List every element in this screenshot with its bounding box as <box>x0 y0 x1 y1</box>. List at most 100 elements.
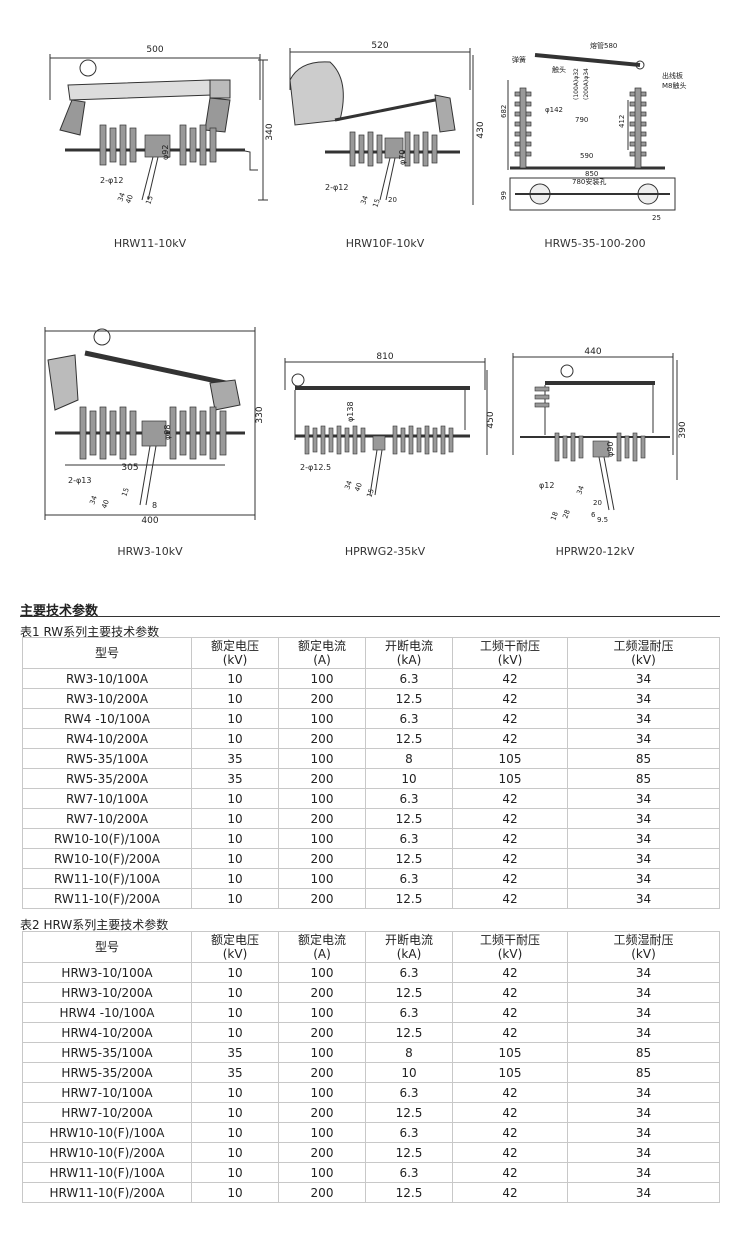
cell-breaking-current: 12.5 <box>365 1022 453 1043</box>
cell-rated-voltage: 10 <box>191 1122 279 1143</box>
cell-rated-voltage: 10 <box>191 982 279 1003</box>
cell-wet-withstand: 85 <box>567 1042 720 1063</box>
cell-model: RW7-10/200A <box>22 808 192 829</box>
cell-breaking-current: 12.5 <box>365 688 453 709</box>
cell-rated-current: 100 <box>278 1042 366 1063</box>
header-wet-withstand: 工频湿耐压(kV) <box>567 931 720 963</box>
cell-rated-voltage: 10 <box>191 962 279 983</box>
table2-caption: 表2 HRW系列主要技术参数 <box>20 918 169 932</box>
cell-rated-current: 200 <box>278 888 366 909</box>
cell-rated-voltage: 10 <box>191 828 279 849</box>
cell-breaking-current: 6.3 <box>365 1122 453 1143</box>
cell-breaking-current: 10 <box>365 768 453 789</box>
dim-hprw20-a: 34 <box>575 484 586 496</box>
header-rated-current: 额定电流(A) <box>278 931 366 963</box>
cell-dry-withstand: 42 <box>452 1102 568 1123</box>
cell-rated-current: 100 <box>278 962 366 983</box>
cell-dry-withstand: 42 <box>452 888 568 909</box>
cell-rated-voltage: 10 <box>191 728 279 749</box>
cell-model: HRW5-35/200A <box>22 1062 192 1083</box>
header-dry-withstand: 工频干耐压(kV) <box>452 931 568 963</box>
dim-hprw20-dia: φ90 <box>606 442 615 457</box>
cell-model: HRW7-10/200A <box>22 1102 192 1123</box>
cell-breaking-current: 8 <box>365 1042 453 1063</box>
cell-dry-withstand: 42 <box>452 728 568 749</box>
cell-wet-withstand: 85 <box>567 768 720 789</box>
cell-wet-withstand: 34 <box>567 788 720 809</box>
dim-hrw3-height: 330 <box>255 406 265 423</box>
drawing-hrw10f: 520 430 φ70 2-φ12 34 15 20 <box>280 40 500 220</box>
cell-breaking-current: 6.3 <box>365 1082 453 1103</box>
cell-wet-withstand: 34 <box>567 888 720 909</box>
cell-rated-current: 200 <box>278 1142 366 1163</box>
header-breaking-current: 开断电流(kA) <box>365 637 453 669</box>
caption-hrw3: HRW3-10kV <box>117 545 183 558</box>
table1-header-row: 型号 额定电压(kV) 额定电流(A) 开断电流(kA) 工频干耐压(kV) 工… <box>22 637 720 669</box>
dim-hrw10f-c: 20 <box>388 196 397 204</box>
dim-hrw3-d: 8 <box>152 501 157 510</box>
table2-header-row: 型号 额定电压(kV) 额定电流(A) 开断电流(kA) 工频干耐压(kV) 工… <box>22 931 720 963</box>
cell-model: RW3-10/200A <box>22 688 192 709</box>
cell-rated-voltage: 10 <box>191 1002 279 1023</box>
cell-dry-withstand: 105 <box>452 1042 568 1063</box>
cell-dry-withstand: 105 <box>452 748 568 769</box>
cell-wet-withstand: 34 <box>567 1122 720 1143</box>
cell-rated-current: 200 <box>278 982 366 1003</box>
cell-model: RW4-10/200A <box>22 728 192 749</box>
caption-hrw10f: HRW10F-10kV <box>345 237 425 250</box>
dim-hrw5-790: 790 <box>575 116 588 124</box>
cell-model: HRW7-10/100A <box>22 1082 192 1103</box>
cell-wet-withstand: 34 <box>567 1022 720 1043</box>
cell-rated-current: 200 <box>278 728 366 749</box>
cell-rated-current: 200 <box>278 1062 366 1083</box>
drawing-hrw3: 330 305 400 φ98 2-φ13 34 40 15 8 <box>30 325 270 526</box>
dim-hprw20-c: 28 <box>561 509 572 520</box>
drawing-hrw11: 500 340 φ92 2-φ12 34 40 15 <box>30 40 280 220</box>
cell-rated-voltage: 10 <box>191 868 279 889</box>
dim-hrw5-tube: 熔管580 <box>590 41 617 50</box>
dim-hprwg2-length: 810 <box>376 352 393 362</box>
cell-breaking-current: 12.5 <box>365 982 453 1003</box>
cell-dry-withstand: 42 <box>452 982 568 1003</box>
caption-hprwg2: HPRWG2-35kV <box>344 545 426 558</box>
dim-hrw11-b: 40 <box>124 194 135 205</box>
cell-model: RW3-10/100A <box>22 668 192 689</box>
cell-rated-current: 100 <box>278 708 366 729</box>
dim-hrw5-25: 25 <box>652 214 661 222</box>
cell-rated-voltage: 35 <box>191 1042 279 1063</box>
cell-dry-withstand: 42 <box>452 848 568 869</box>
cell-rated-current: 100 <box>278 788 366 809</box>
hrw3-diagram: 330 305 400 φ98 2-φ13 34 40 15 8 <box>44 327 265 526</box>
cell-model: RW5-35/200A <box>22 768 192 789</box>
cell-model: HRW3-10/200A <box>22 982 192 1003</box>
dim-hrw5-99: 99 <box>500 191 508 200</box>
dim-hrw5-682: 682 <box>500 105 508 118</box>
cell-breaking-current: 6.3 <box>365 708 453 729</box>
cell-wet-withstand: 34 <box>567 1142 720 1163</box>
cell-wet-withstand: 34 <box>567 868 720 889</box>
dim-hprwg2-dia: φ138 <box>346 401 355 422</box>
caption-hprw20: HPRW20-12kV <box>555 545 635 558</box>
dim-hrw5-100a: (100A)φ32 <box>573 68 580 100</box>
dim-hrw10f-holes: 2-φ12 <box>325 183 348 192</box>
cell-wet-withstand: 34 <box>567 808 720 829</box>
caption-hrw11: HRW11-10kV <box>113 237 187 250</box>
cell-wet-withstand: 34 <box>567 668 720 689</box>
cell-breaking-current: 6.3 <box>365 828 453 849</box>
cell-rated-current: 100 <box>278 1082 366 1103</box>
dim-hrw11-holes: 2-φ12 <box>100 176 123 185</box>
dim-hrw10f-length: 520 <box>371 41 388 51</box>
cell-breaking-current: 6.3 <box>365 868 453 889</box>
header-rated-voltage: 额定电压(kV) <box>191 637 279 669</box>
drawing-hrw5: 熔管580 弹簧 触头 出线板 M8触头 φ142 790 590 850 78… <box>500 30 700 225</box>
